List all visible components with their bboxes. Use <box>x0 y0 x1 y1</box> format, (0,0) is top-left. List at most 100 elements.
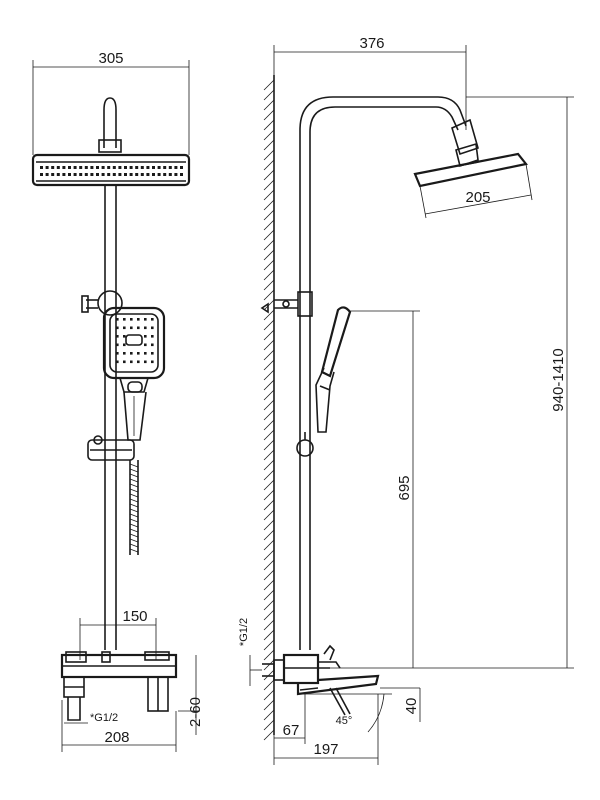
hand-nozzle <box>123 360 126 364</box>
nozzle <box>152 166 155 169</box>
hand-nozzle <box>116 343 119 347</box>
side-mixer <box>262 644 380 716</box>
nozzle <box>84 173 88 176</box>
wall-hatch-line <box>263 659 275 671</box>
hand-nozzle <box>151 343 154 347</box>
nozzle <box>90 173 94 176</box>
nozzle <box>73 173 77 176</box>
nozzle <box>124 166 127 169</box>
wall-hatch-line <box>263 579 275 591</box>
side-thread-label: *G1/2 <box>238 618 250 646</box>
nozzle <box>45 166 49 169</box>
hand-nozzle <box>151 360 154 364</box>
hose-mark <box>129 543 139 548</box>
dim-label-376: 376 <box>359 35 384 52</box>
hand-nozzle <box>151 352 154 355</box>
nozzle <box>68 173 71 176</box>
nozzle <box>56 173 60 176</box>
front-head-neck <box>103 97 117 148</box>
hose-mark <box>129 478 139 483</box>
hand-nozzle <box>144 326 147 330</box>
wall-hatch-line <box>263 259 275 271</box>
dim-label-695: 695 <box>396 475 413 500</box>
hose-mark <box>129 538 139 543</box>
front-view: 305 <box>31 50 204 752</box>
dim-label-208: 208 <box>104 729 129 746</box>
nozzle <box>107 173 111 176</box>
wall-hatch-line <box>263 109 275 121</box>
side-shower-head <box>413 152 528 188</box>
wall-hatch-line <box>263 509 275 521</box>
nozzle <box>73 166 77 169</box>
wall-hatch-line <box>263 129 275 141</box>
wall-hatch-line <box>263 609 275 621</box>
wall-hatch-line <box>263 649 275 661</box>
wall-hatch-line <box>263 429 275 441</box>
dim-offset: 2-60 <box>178 655 204 735</box>
wall-hatch-line <box>263 119 275 131</box>
nozzle <box>140 173 144 176</box>
wall-hatch-line <box>263 409 275 421</box>
hose-mark <box>129 473 139 478</box>
wall-hatch-line <box>263 549 275 561</box>
nozzle <box>51 166 55 169</box>
dim-holder-height: 695 <box>350 310 420 668</box>
nozzle <box>112 173 116 176</box>
wall-hatch-line <box>263 89 275 101</box>
front-head-connector <box>98 139 122 153</box>
wall-hatch-line <box>263 539 275 551</box>
wall-hatch-line <box>263 139 275 151</box>
hand-nozzle <box>137 360 140 364</box>
wall-hatch-line <box>263 529 275 541</box>
front-hose <box>129 460 139 555</box>
nozzle <box>62 166 66 169</box>
wall-hatch-line <box>263 159 275 171</box>
wall-hatch-line <box>263 79 275 91</box>
nozzle <box>112 166 116 169</box>
hand-nozzle <box>144 335 147 338</box>
hose-mark <box>129 498 139 503</box>
dim-arm-reach: 376 <box>273 35 467 130</box>
nozzle <box>62 173 66 176</box>
hose-mark <box>129 468 139 473</box>
wall-hatch-line <box>263 199 275 211</box>
front-thread-label: *G1/2 <box>90 712 118 724</box>
hose-mark <box>129 548 139 553</box>
wall-hatch-line <box>263 219 275 231</box>
nozzle <box>96 173 99 176</box>
nozzle <box>79 173 83 176</box>
nozzle <box>40 166 43 169</box>
nozzle <box>135 173 139 176</box>
nozzle <box>157 166 161 169</box>
side-diverter <box>260 291 313 317</box>
hand-nozzle <box>123 318 126 321</box>
wall-hatch-line <box>263 709 275 721</box>
dim-label-67: 67 <box>283 722 300 739</box>
nozzle <box>84 166 88 169</box>
nozzle <box>40 173 43 176</box>
hand-nozzle <box>151 318 154 321</box>
wall-hatch-line <box>263 629 275 641</box>
nozzle <box>68 166 71 169</box>
hand-nozzle <box>116 326 119 330</box>
wall-hatch-line <box>263 299 275 311</box>
wall-hatch-line <box>263 289 275 301</box>
hose-mark <box>129 513 139 518</box>
wall-hatch-line <box>263 239 275 251</box>
wall-hatch-line <box>263 719 275 731</box>
wall-hatch-line <box>263 689 275 701</box>
front-slide-holder <box>87 435 135 461</box>
nozzle <box>45 173 49 176</box>
wall-hatch-line <box>263 229 275 241</box>
wall-hatch-line <box>263 399 275 411</box>
hose-mark <box>129 463 139 468</box>
wall-hatch-line <box>263 359 275 371</box>
dim-total-height: 940-1410 <box>330 96 574 669</box>
wall <box>263 75 275 741</box>
hand-nozzle <box>144 360 147 364</box>
nozzle <box>168 173 172 176</box>
hose-mark <box>129 483 139 488</box>
wall-hatch-line <box>263 179 275 191</box>
wall-hatch-line <box>263 469 275 481</box>
